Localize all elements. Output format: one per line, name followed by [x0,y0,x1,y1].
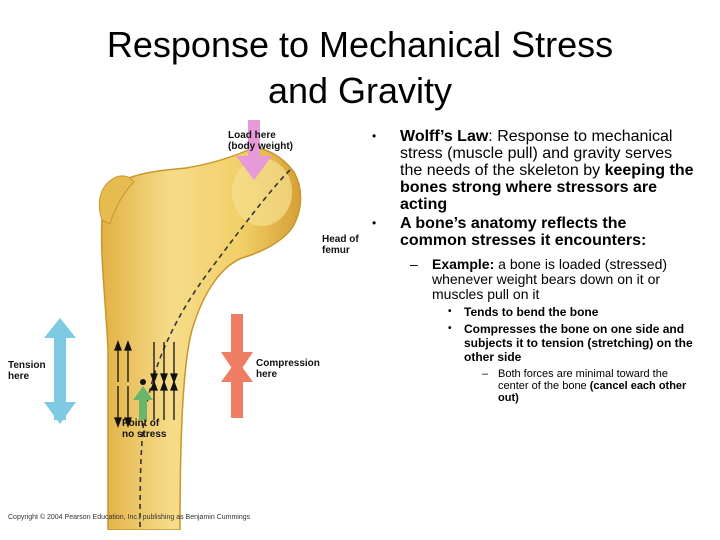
compression-label: Compression here [256,358,320,380]
head-of-femur-label: Head of femur [322,234,359,256]
tension-arrow [44,318,76,424]
no-stress-point [140,379,146,385]
bullet-dot-icon: • [448,306,452,317]
sub-bullet-example: – Example: a bone is loaded (stressed) w… [410,256,668,302]
dash-icon: – [410,256,418,272]
bullet-dot-icon: • [372,216,377,230]
copyright-notice: Copyright © 2004 Pearson Education, Inc.… [8,514,251,521]
sub-sub-bullet-bend: • Tends to bend the bone [448,305,599,319]
greater-trochanter [98,175,135,225]
sub-sub-sub-bullet-forces: – Both forces are minimal toward the cen… [482,368,687,404]
bullet-content: • Wolff’s Law: Response to mechanical st… [366,128,696,404]
point-arrow [133,386,153,420]
load-arrow [236,118,272,180]
compression-arrow [221,314,253,418]
dash-icon: – [482,368,489,380]
bullet-wolffs-law: • Wolff’s Law: Response to mechanical st… [372,128,694,213]
slide-title: Response to Mechanical Stress and Gravit… [40,22,680,114]
femur-illustration [44,118,302,531]
sub-sub-bullet-compress: • Compresses the bone on one side and su… [448,322,693,364]
stress-arrows [114,340,178,428]
point-of-no-stress-label: Point of no stress [122,418,167,440]
femur-figure: Load here (body weight) Head of femur Te… [0,118,360,531]
stress-line [139,169,291,531]
slide-title-line-2: and Gravity [267,70,453,111]
bullet-dot-icon: • [372,129,377,143]
load-label: Load here (body weight) [228,130,293,152]
slide-title-line-1: Response to Mechanical Stress [106,24,614,65]
bullet-anatomy: • A bone’s anatomy reflects the common s… [372,215,647,249]
tension-label: Tension here [8,360,46,382]
bullet-dot-icon: • [448,323,452,334]
femur-head-highlight [232,158,292,226]
